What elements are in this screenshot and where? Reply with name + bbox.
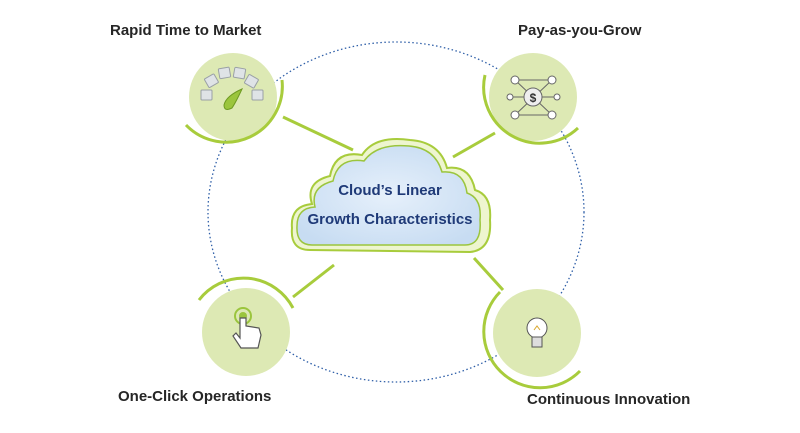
- node-rapid-time-to-market: [184, 53, 284, 144]
- label-rapid-time-to-market: Rapid Time to Market: [110, 22, 262, 39]
- label-continuous-innovation: Continuous Innovation: [527, 391, 691, 408]
- speedometer-icon: [200, 66, 264, 110]
- node-pay-as-you-grow: $: [482, 53, 580, 145]
- center-title-line2: Growth Characteristics: [307, 211, 473, 228]
- hand-click-icon: [232, 307, 262, 349]
- dollar-network-icon: $: [506, 75, 561, 120]
- label-one-click-operations: One-Click Operations: [118, 388, 272, 405]
- node-one-click-operations: [197, 276, 295, 376]
- label-pay-as-you-grow: Pay-as-you-Grow: [518, 22, 642, 39]
- connectors: [282, 115, 505, 299]
- center-title: Cloud’s Linear Growth Characteristics: [290, 176, 490, 234]
- lightbulb-icon: [526, 317, 548, 348]
- dotted-orbit: [207, 41, 585, 383]
- center-title-line1: Cloud’s Linear: [338, 182, 442, 199]
- cloud-shape: [290, 138, 492, 254]
- node-continuous-innovation: [482, 289, 582, 390]
- svg-text:$: $: [530, 91, 537, 105]
